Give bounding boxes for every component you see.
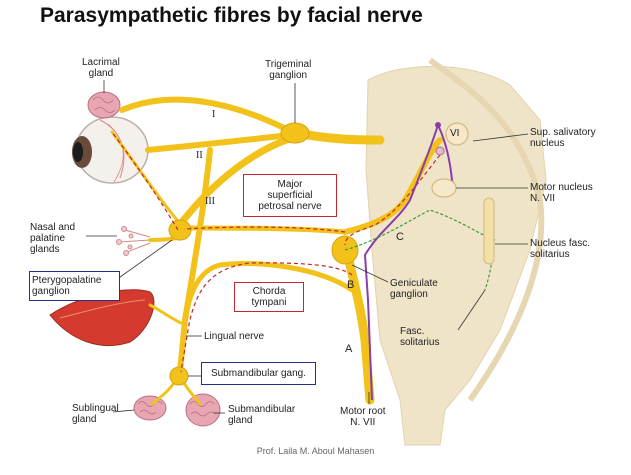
nucleus-fasc-solitarius-label: Nucleus fasc. solitarius — [530, 238, 591, 260]
sup-salivatory-nucleus-shape — [435, 146, 445, 156]
submandibular-gland-shape — [185, 393, 221, 427]
trigeminal-branch-II-label: II — [196, 150, 203, 161]
brainstem-edge — [428, 57, 545, 402]
nucleus-solitarius-shape — [483, 197, 495, 265]
slide-title: Parasympathetic fibres by facial nerve — [40, 4, 423, 27]
chorda-tympani-box: Chorda tympani — [234, 282, 304, 312]
sup-salivatory-nucleus-label: Sup. salivatory nucleus — [530, 127, 596, 149]
sublingual-gland-shape — [133, 395, 167, 421]
nasal-palatine-glands-label: Nasal and palatine glands — [30, 222, 76, 255]
eyeball — [72, 116, 149, 184]
leader-lines — [86, 80, 529, 414]
nucleus-VI-shape — [445, 122, 469, 146]
sublingual-gland-label: Sublingual gland — [72, 403, 119, 425]
lacrimal-gland-label: Lacrimal gland — [82, 57, 120, 79]
lingual-nerve-label: Lingual nerve — [204, 331, 265, 342]
letter-A-label: A — [345, 343, 353, 355]
nasal-palatine-glands-shape — [116, 226, 151, 256]
letter-C-label: C — [396, 231, 404, 243]
motor-nucleus-shape — [431, 178, 457, 198]
fasc-solitarius-label: Fasc. solitarius — [400, 326, 440, 348]
submandibular-ganglion-shape — [169, 366, 189, 386]
submandibular-ganglion-box: Submandibular gang. — [201, 362, 316, 385]
trigeminal-branch-I-label: I — [212, 109, 216, 120]
lacrimal-gland-shape — [87, 91, 121, 119]
pterygopalatine-ganglion-shape — [168, 219, 192, 241]
parasympathetic-fibres — [111, 131, 441, 373]
trigeminal-ganglion-shape — [280, 122, 310, 144]
motor-nucleus-label: Motor nucleus N. VII — [530, 182, 593, 204]
major-superficial-petrosal-box: Major superficial petrosal nerve — [243, 174, 337, 217]
brainstem — [365, 65, 547, 446]
footer-credit: Prof. Laila M. Aboul Mahasen — [256, 446, 375, 456]
pterygopalatine-ganglion-box: Pterygopalatine ganglion — [29, 271, 120, 301]
trigeminal-branch-III-label: III — [205, 196, 215, 207]
motor-root-label: Motor root N. VII — [340, 406, 386, 428]
submandibular-gland-label: Submandibular gland — [228, 404, 296, 426]
nucleus-VI-label: VI — [450, 128, 460, 139]
trigeminal-ganglion-label: Trigeminal ganglion — [265, 59, 312, 81]
geniculate-ganglion-label: Geniculate ganglion — [390, 278, 438, 300]
letter-B-label: B — [347, 279, 355, 291]
